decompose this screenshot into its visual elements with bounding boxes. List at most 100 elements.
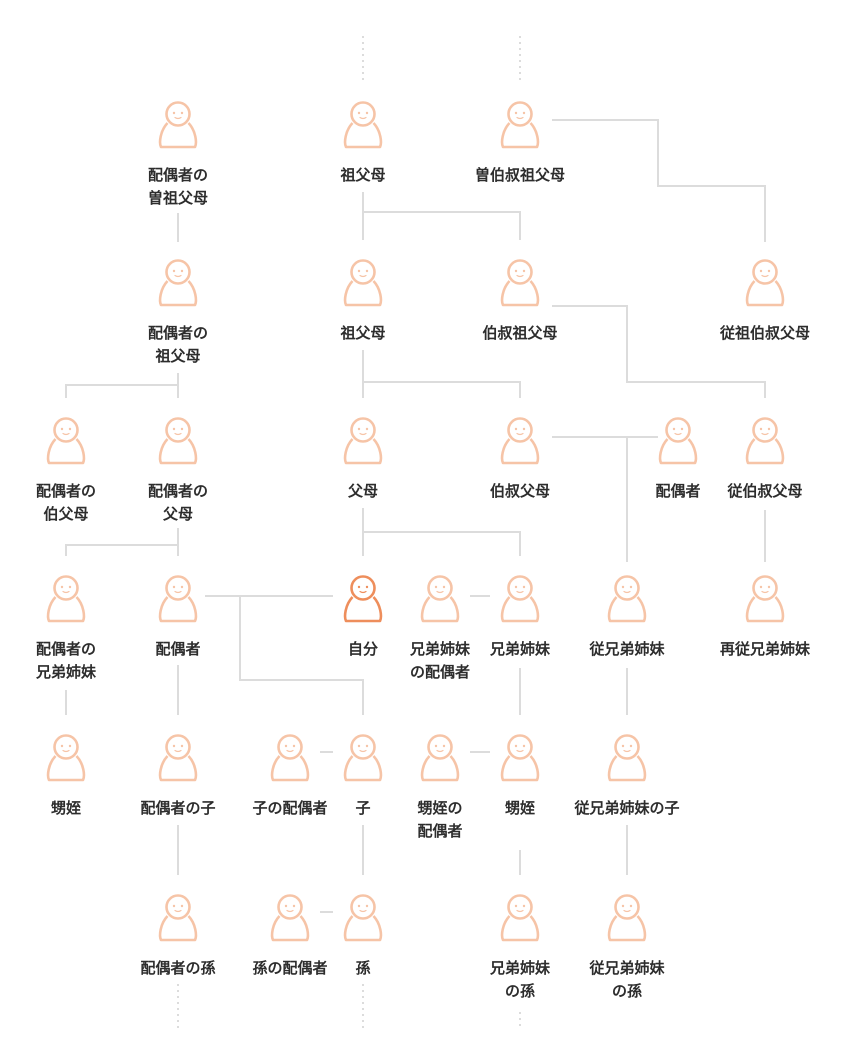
label-line: 配偶者の [35, 640, 96, 658]
person-icon [500, 734, 540, 782]
label-line: 伯叔祖父母 [482, 324, 558, 342]
person-label: 従伯叔父母 [727, 480, 802, 503]
person-icon [500, 575, 540, 623]
person-icon [158, 101, 198, 149]
person-siblings: 兄弟姉妹 [460, 574, 580, 661]
label-line: 伯叔父母 [489, 482, 550, 500]
person-icon [658, 417, 698, 465]
person-label: 再従兄弟姉妹 [720, 638, 810, 661]
label-line: 孫 [355, 959, 371, 977]
person-spouse-nephew: 甥姪 [6, 733, 126, 820]
person-spouse-grandparents: 配偶者の祖父母 [118, 258, 238, 368]
person-label: 配偶者の伯父母 [36, 480, 96, 526]
label-line: 伯父母 [43, 505, 89, 523]
person-icon [158, 417, 198, 465]
person-label: 伯叔父母 [490, 480, 550, 503]
label-line: の孫 [611, 982, 642, 1000]
person-label: 甥姪の配偶者 [417, 797, 462, 843]
person-label: 兄弟姉妹 [490, 638, 550, 661]
label-line: 兄弟姉妹 [489, 959, 550, 977]
person-label: 従兄弟姉妹の子 [574, 797, 679, 820]
person-icon [270, 894, 310, 942]
label-line: 子 [355, 799, 371, 817]
person-label: 祖父母 [340, 164, 385, 187]
person-label: 父母 [348, 480, 378, 503]
person-grandchild: 孫 [303, 893, 423, 980]
label-line: の孫 [504, 982, 535, 1000]
person-label: 配偶者の兄弟姉妹 [36, 638, 96, 684]
person-granduncle: 伯叔祖父母 [460, 258, 580, 345]
person-sibling-grandchild: 兄弟姉妹の孫 [460, 893, 580, 1003]
person-second-cousins: 再従兄弟姉妹 [705, 574, 825, 661]
person-first-cousin-once-removed: 従伯叔父母 [705, 416, 825, 503]
label-line: 兄弟姉妹 [35, 663, 96, 681]
person-label: 従祖伯叔父母 [720, 322, 810, 345]
label-line: 甥姪の [417, 799, 463, 817]
person-label: 配偶者 [155, 638, 200, 661]
label-line: 曽伯叔祖父母 [474, 166, 565, 184]
person-icon [420, 734, 460, 782]
label-line: 兄弟姉妹 [409, 640, 470, 658]
label-line: 従兄弟姉妹 [589, 959, 665, 977]
label-line: 配偶者の [147, 166, 208, 184]
person-label: 甥姪 [505, 797, 535, 820]
label-line: 曽祖父母 [147, 189, 208, 207]
person-icon [46, 417, 86, 465]
label-line: 甥姪 [504, 799, 535, 817]
connector-line [552, 305, 766, 398]
person-nephew: 甥姪 [460, 733, 580, 820]
person-cousin-grandchild: 従兄弟姉妹の孫 [567, 893, 687, 1003]
person-first-cousin-twice-removed: 従祖伯叔父母 [705, 258, 825, 345]
label-line: 祖父母 [340, 166, 386, 184]
person-label: 配偶者の子 [140, 797, 215, 820]
label-line: 兄弟姉妹 [489, 640, 550, 658]
person-spouse-siblings: 配偶者の兄弟姉妹 [6, 574, 126, 684]
person-cousins: 従兄弟姉妹 [567, 574, 687, 661]
person-label: 子の配偶者 [252, 797, 327, 820]
person-icon [343, 575, 383, 623]
person-spouse-uncle: 配偶者の伯父母 [6, 416, 126, 526]
person-spouse-grandchild: 配偶者の孫 [118, 893, 238, 980]
connector-line [552, 119, 766, 242]
person-icon [46, 575, 86, 623]
label-line: 配偶者の孫 [140, 959, 216, 977]
person-child: 子 [303, 733, 423, 820]
person-icon [745, 259, 785, 307]
person-icon [607, 734, 647, 782]
label-line: 配偶者 [155, 640, 201, 658]
person-grandparents: 祖父母 [303, 258, 423, 345]
label-line: 祖父母 [155, 347, 201, 365]
label-line: 祖父母 [340, 324, 386, 342]
person-label: 兄弟姉妹の孫 [490, 957, 550, 1003]
person-label: 配偶者 [655, 480, 700, 503]
label-line: 父母 [347, 482, 378, 500]
person-icon [500, 417, 540, 465]
person-icon [158, 894, 198, 942]
label-line: 自分 [347, 640, 378, 658]
person-icon [158, 259, 198, 307]
person-great-grandparents: 祖父母 [303, 100, 423, 187]
label-line: 配偶者 [655, 482, 701, 500]
label-line: 甥姪 [50, 799, 81, 817]
label-line: 孫の配偶者 [252, 959, 328, 977]
person-icon [343, 417, 383, 465]
person-icon [745, 575, 785, 623]
person-label: 自分 [348, 638, 378, 661]
person-label: 従兄弟姉妹の孫 [589, 957, 664, 1003]
person-label: 従兄弟姉妹 [589, 638, 664, 661]
person-icon [607, 894, 647, 942]
connector-line [65, 544, 178, 556]
label-line: 配偶者 [417, 822, 463, 840]
person-cousin-child: 従兄弟姉妹の子 [567, 733, 687, 820]
person-spouse-parents: 配偶者の父母 [118, 416, 238, 526]
person-nephew-spouse: 甥姪の配偶者 [380, 733, 500, 843]
person-icon [158, 734, 198, 782]
person-label: 配偶者の父母 [148, 480, 208, 526]
person-label: 配偶者の曽祖父母 [148, 164, 208, 210]
person-icon [270, 734, 310, 782]
person-spouse: 配偶者 [118, 574, 238, 661]
person-icon [343, 734, 383, 782]
label-line: 配偶者の子 [140, 799, 216, 817]
